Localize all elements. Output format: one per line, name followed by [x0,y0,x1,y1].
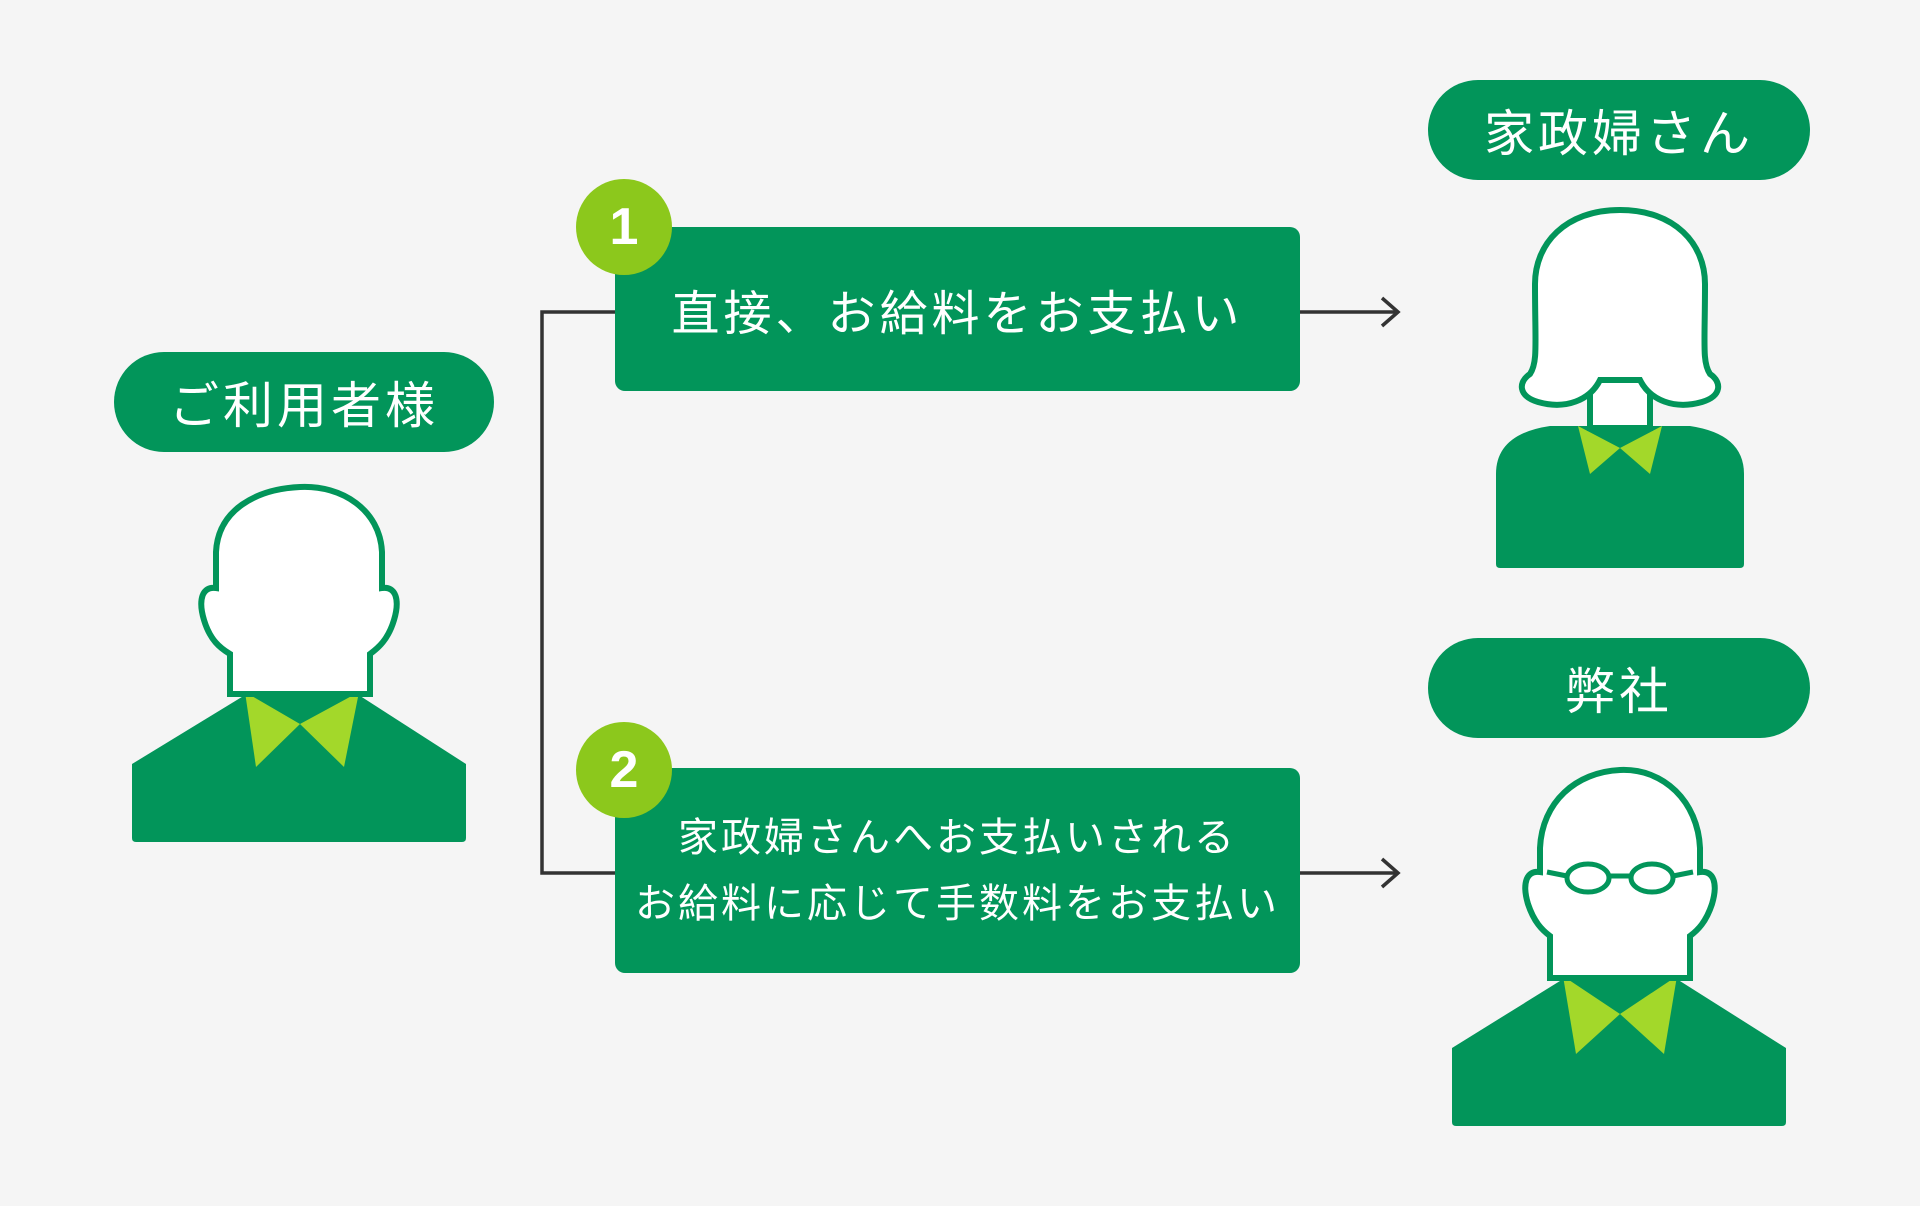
step-2-box: 家政婦さんへお支払いされる お給料に応じて手数料をお支払い [615,768,1300,973]
arrow-2-head [1380,857,1401,889]
housekeeper-label-pill: 家政婦さん [1428,80,1810,180]
step-2-text-line-2: お給料に応じて手数料をお支払い [635,880,1280,927]
step-1-text-line: 直接、お給料をお支払い [671,286,1244,342]
customer-person-icon [132,483,466,842]
housekeeper-label: 家政婦さん [1484,105,1754,163]
glasses-icon [1546,861,1694,895]
company-person-with-glasses-icon [1452,766,1786,1126]
step-2-text-line-1: 家政婦さんへお支払いされる [678,814,1237,861]
step-1-box: 直接、お給料をお支払い [615,227,1300,391]
step-2-number: 2 [609,741,639,799]
company-label-pill: 弊社 [1428,638,1810,738]
customer-label: ご利用者様 [169,377,439,435]
customer-label-pill: ご利用者様 [114,352,494,452]
step-2-badge: 2 [576,722,672,818]
branch-connector-line [540,310,615,875]
housekeeper-woman-icon [1496,206,1744,568]
arrow-1-head [1380,296,1401,328]
step-1-number: 1 [609,198,639,256]
company-label: 弊社 [1565,663,1673,721]
step-1-badge: 1 [576,179,672,275]
